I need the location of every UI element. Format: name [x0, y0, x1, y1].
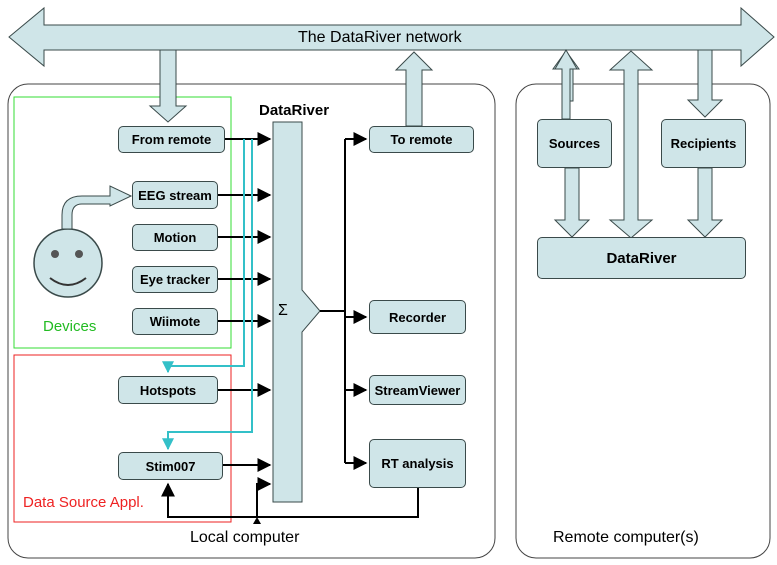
eye-tracker-box[interactable]: Eye tracker [132, 266, 218, 293]
rt-analysis-to-datariver-arrow [256, 477, 272, 517]
from-remote-box[interactable]: From remote [118, 126, 225, 153]
sources-to-datariver-arrow [553, 167, 591, 238]
remote-computer-label: Remote computer(s) [553, 529, 699, 546]
network-recipients-arrow [686, 49, 724, 118]
face-right-eye [75, 250, 83, 258]
data-source-group-border [13, 354, 232, 523]
face-left-eye [51, 250, 59, 258]
recorder-box[interactable]: Recorder [369, 300, 466, 334]
motion-box[interactable]: Motion [132, 224, 218, 251]
feedback-line-hotspots [162, 139, 245, 374]
face-smile [49, 277, 87, 286]
user-face-icon [33, 228, 103, 298]
streamviewer-box[interactable]: StreamViewer [369, 375, 466, 405]
sources-box[interactable]: Sources [537, 119, 612, 168]
local-datariver-column [272, 121, 321, 503]
hotspots-box[interactable]: Hotspots [118, 376, 218, 404]
devices-group-border [13, 96, 232, 349]
rt-analysis-feedback-loop [161, 482, 419, 518]
to-remote-box[interactable]: To remote [369, 126, 474, 153]
face-to-eeg-arrow [61, 185, 133, 230]
sum-symbol: Σ [278, 302, 288, 319]
network-remote-datariver-arrow [608, 50, 654, 239]
datariver-to-recipients-arrow [686, 167, 724, 238]
local-datariver-label: DataRiver [259, 102, 330, 119]
network-to-from-remote-arrow [148, 49, 188, 123]
to-remote-to-network-arrow [394, 51, 434, 127]
wiimote-box[interactable]: Wiimote [132, 308, 218, 335]
remote-datariver-box[interactable]: DataRiver [537, 237, 746, 279]
local-computer-label: Local computer [190, 529, 300, 546]
datariver-network-arrow [8, 6, 775, 68]
eeg-stream-box[interactable]: EEG stream [132, 181, 218, 209]
rt-analysis-box[interactable]: RT analysis [369, 439, 466, 488]
network-title: The DataRiver network [298, 29, 462, 46]
stim007-box[interactable]: Stim007 [118, 452, 223, 480]
feedback-line-stim007 [162, 139, 253, 451]
devices-label: Devices [43, 318, 97, 335]
recipients-box[interactable]: Recipients [661, 119, 746, 168]
data-source-label: Data Source Appl. [23, 494, 144, 511]
loop-junction-marker [253, 517, 261, 524]
